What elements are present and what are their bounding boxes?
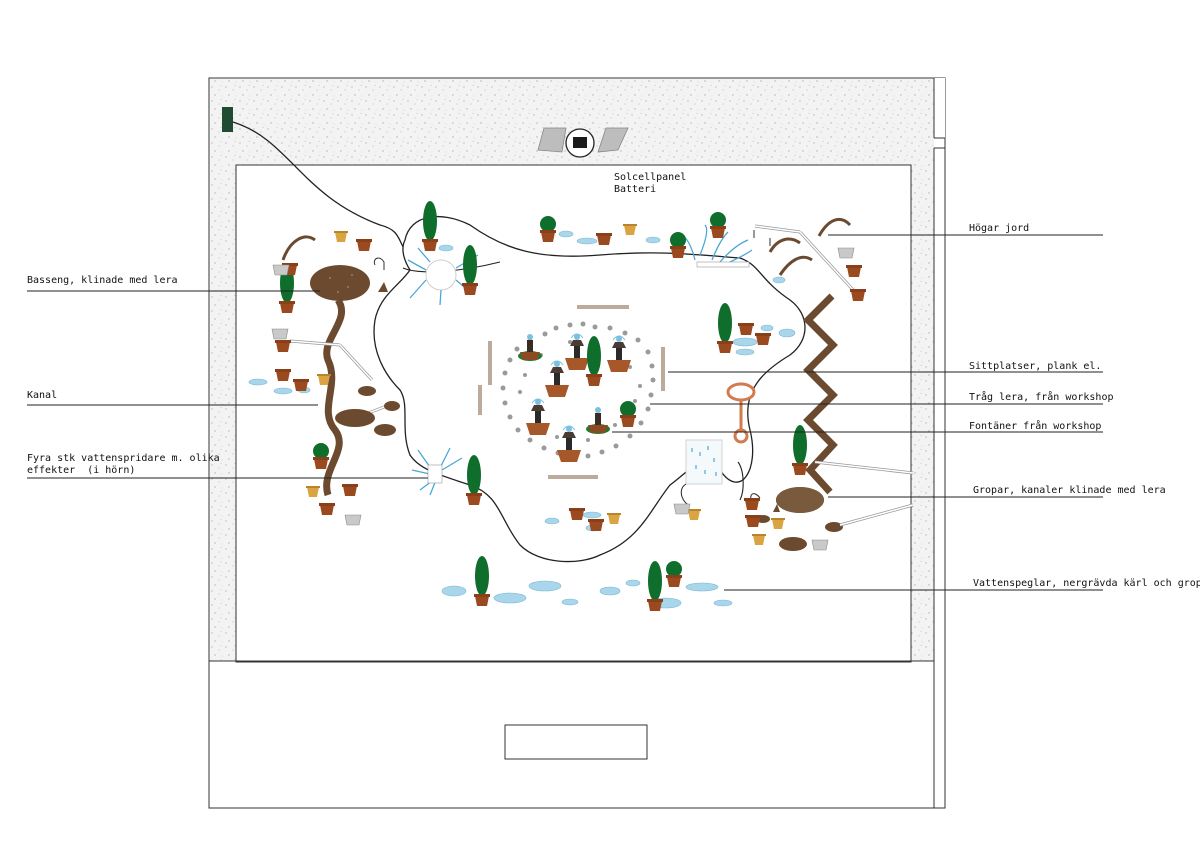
entrance-box bbox=[504, 724, 648, 760]
sprinkler-icon bbox=[680, 439, 723, 506]
bush-icon bbox=[620, 401, 636, 427]
bush-icon bbox=[710, 212, 726, 238]
seating-planks bbox=[478, 305, 665, 479]
label-gropar: Gropar, kanaler klinade med lera bbox=[973, 485, 1166, 496]
water-puddles bbox=[248, 230, 796, 609]
bush-icon bbox=[670, 232, 686, 258]
label-trag-lera: Tråg lera, från workshop bbox=[969, 392, 1114, 403]
label-fontaner: Fontäner från workshop bbox=[969, 421, 1102, 432]
label-fyra-line1: Fyra stk vattenspridare m. olika bbox=[27, 453, 220, 464]
bush-icon bbox=[540, 216, 556, 242]
label-hogar-jord: Högar jord bbox=[969, 223, 1030, 234]
gravel-ring bbox=[500, 321, 656, 459]
battery-box-icon bbox=[222, 107, 233, 132]
sprinkler-icon bbox=[681, 224, 753, 268]
clay-trough-icon bbox=[726, 382, 756, 444]
label-solar-line1: Solcellpanel bbox=[614, 172, 687, 183]
sprinkler-icon bbox=[407, 247, 479, 306]
bush-icon bbox=[313, 443, 329, 469]
bush-icon bbox=[666, 561, 682, 587]
label-basseng: Basseng, klinade med lera bbox=[27, 275, 178, 286]
soil-mound-icon bbox=[281, 217, 852, 276]
label-kanal: Kanal bbox=[27, 390, 58, 401]
sprinkler-icon bbox=[411, 447, 463, 496]
label-sittplatser: Sittplatser, plank el. bbox=[969, 361, 1102, 372]
water-pipe bbox=[232, 121, 406, 251]
label-solar-line2: Batteri bbox=[614, 184, 657, 195]
solar-panel-icon bbox=[537, 127, 629, 158]
leader-lines bbox=[27, 234, 1103, 591]
label-fyra-line2: effekter (i hörn) bbox=[27, 465, 136, 476]
right-pipes bbox=[754, 224, 914, 527]
clay-basin bbox=[310, 265, 370, 497]
label-vattenspeglar: Vattenspeglar, nergrävda kärl och gropar bbox=[973, 578, 1200, 589]
